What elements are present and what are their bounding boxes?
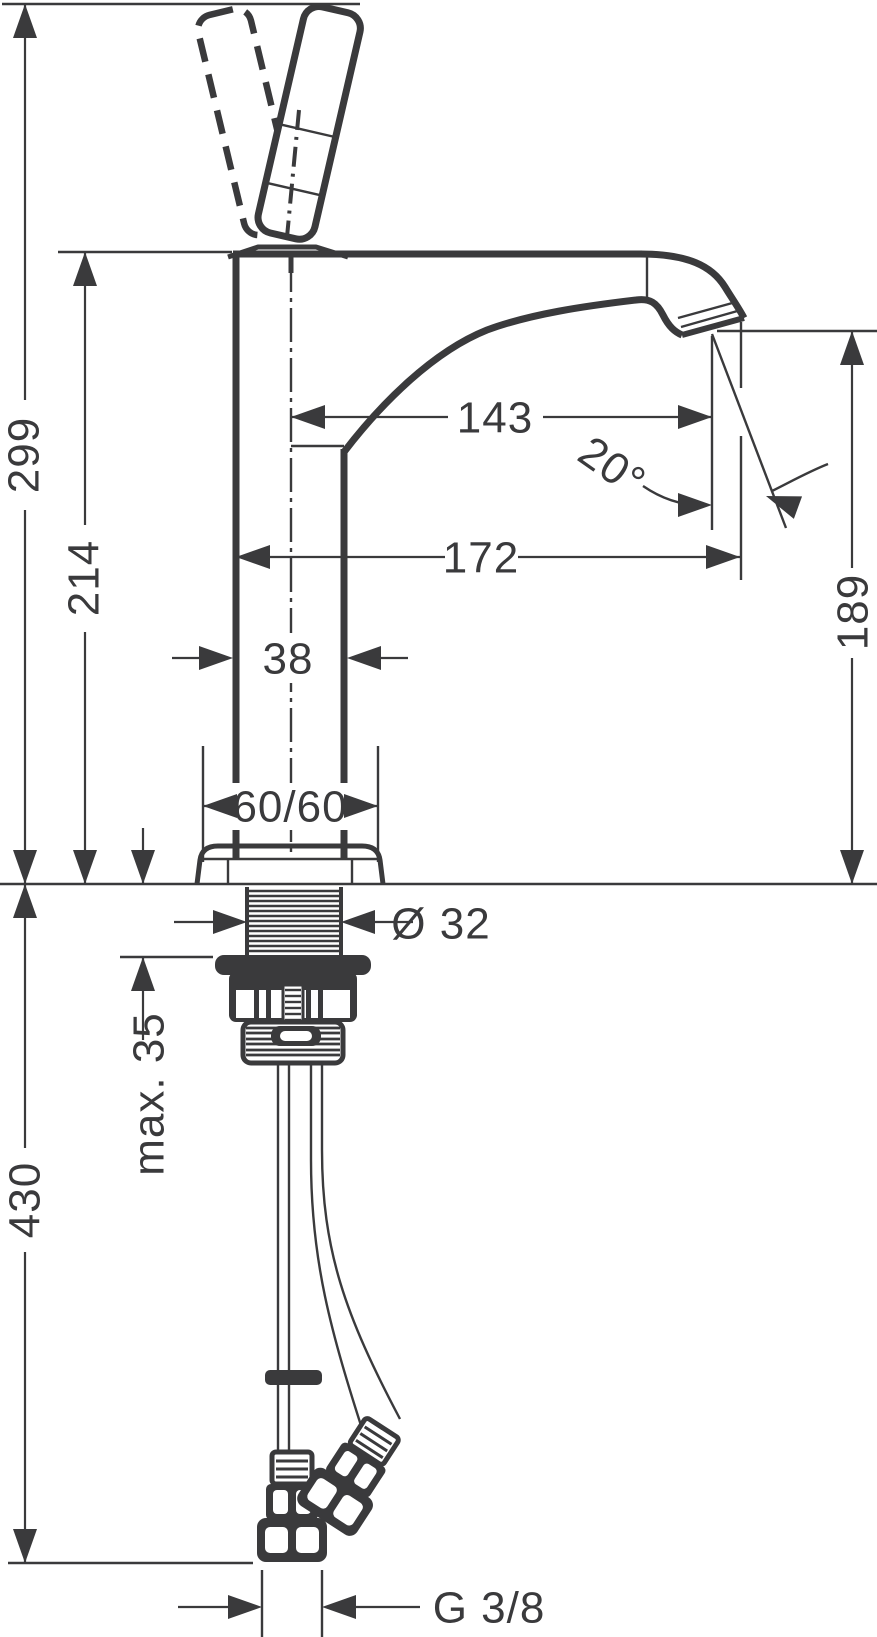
hose-ferrule bbox=[265, 1370, 322, 1385]
dimension-430: 430 bbox=[1, 884, 50, 1563]
supply-hoses bbox=[257, 1063, 412, 1562]
label-mask bbox=[258, 633, 320, 683]
block-slot-inner bbox=[280, 1031, 312, 1041]
handle-joint-line-lower bbox=[268, 182, 320, 197]
dimension-g38: G 3/8 bbox=[178, 1584, 546, 1633]
arrow-left bbox=[291, 405, 325, 429]
handle-solid-outline bbox=[254, 3, 364, 243]
angle-arc-tail bbox=[771, 462, 829, 493]
arrow-right bbox=[213, 910, 247, 934]
label-mask bbox=[225, 783, 355, 830]
arrow-down bbox=[73, 850, 97, 884]
dimension-label-60-60: 60/60 bbox=[232, 783, 347, 832]
baseplate-outline bbox=[194, 843, 386, 885]
arrow-up bbox=[13, 884, 37, 918]
dimension-label-189: 189 bbox=[829, 574, 877, 650]
aerator-line-inner bbox=[677, 300, 737, 320]
arrow-right bbox=[199, 646, 233, 670]
arrow-left bbox=[347, 646, 381, 670]
arrow-down bbox=[840, 850, 864, 884]
arrow-right bbox=[678, 493, 712, 517]
right-hose-edge bbox=[309, 1063, 368, 1442]
nut-bar bbox=[306, 990, 311, 1018]
dimension-label-38: 38 bbox=[263, 635, 314, 684]
below-deck-assembly bbox=[215, 887, 412, 1562]
arrow-left bbox=[322, 1595, 356, 1619]
arrow-down bbox=[13, 1529, 37, 1563]
water-stream-angle-line bbox=[710, 333, 788, 529]
dimension-max35: max. 35 bbox=[125, 828, 174, 1176]
arrow-left bbox=[236, 545, 270, 569]
dimension-label-g38: G 3/8 bbox=[433, 1584, 546, 1633]
threaded-shank bbox=[245, 887, 343, 956]
arrow-right bbox=[678, 405, 712, 429]
dimension-label-214: 214 bbox=[60, 540, 109, 616]
right-hose-edge bbox=[320, 1063, 402, 1420]
aerator-line-outer bbox=[680, 308, 742, 329]
spout-outer-curve bbox=[639, 250, 748, 320]
dimension-label-d32: Ø 32 bbox=[391, 900, 490, 949]
dimension-172: 172 bbox=[236, 534, 740, 583]
dimension-214: 214 bbox=[60, 252, 109, 884]
ribbed-block bbox=[240, 1019, 346, 1066]
nut-bar bbox=[266, 990, 271, 1018]
dimension-label-172: 172 bbox=[443, 534, 519, 583]
arrow-up bbox=[73, 252, 97, 286]
dimensions: 299 214 189 430 bbox=[0, 4, 877, 1633]
handle-joint-line-upper bbox=[281, 123, 333, 138]
arrow-right bbox=[344, 794, 378, 818]
arrow-up bbox=[13, 4, 37, 38]
dimension-label-430: 430 bbox=[1, 1162, 50, 1238]
dimension-label-143: 143 bbox=[457, 394, 533, 443]
arrow-angle bbox=[766, 496, 803, 519]
arrow-up bbox=[131, 957, 155, 991]
arrow-down bbox=[131, 850, 155, 884]
faucet bbox=[194, 3, 748, 885]
arrow-left bbox=[341, 910, 375, 934]
mounting-nut bbox=[229, 972, 357, 1029]
mounting-flange bbox=[215, 955, 371, 975]
arrow-right bbox=[706, 545, 740, 569]
nut-bar bbox=[318, 990, 323, 1018]
dimension-d32: Ø 32 bbox=[174, 900, 490, 949]
dimension-label-max35: max. 35 bbox=[125, 1012, 174, 1176]
nut-bar bbox=[254, 990, 259, 1018]
spout-outlet-face bbox=[681, 315, 745, 338]
dimension-label-299: 299 bbox=[0, 417, 49, 493]
dimension-angle-20: 20° bbox=[569, 427, 829, 519]
dimension-143: 143 bbox=[291, 394, 712, 443]
spout-underside-curve bbox=[341, 296, 684, 455]
handle-solid bbox=[254, 3, 364, 243]
dimension-38: 38 bbox=[172, 633, 408, 684]
dimension-60-60: 60/60 bbox=[203, 783, 378, 832]
arrow-left bbox=[203, 794, 237, 818]
arrow-up bbox=[840, 331, 864, 365]
dimension-label-20deg: 20° bbox=[569, 427, 654, 507]
dimension-299: 299 bbox=[0, 4, 49, 884]
arrow-right bbox=[228, 1595, 262, 1619]
dimension-189: 189 bbox=[829, 331, 877, 884]
arrow-down bbox=[13, 850, 37, 884]
